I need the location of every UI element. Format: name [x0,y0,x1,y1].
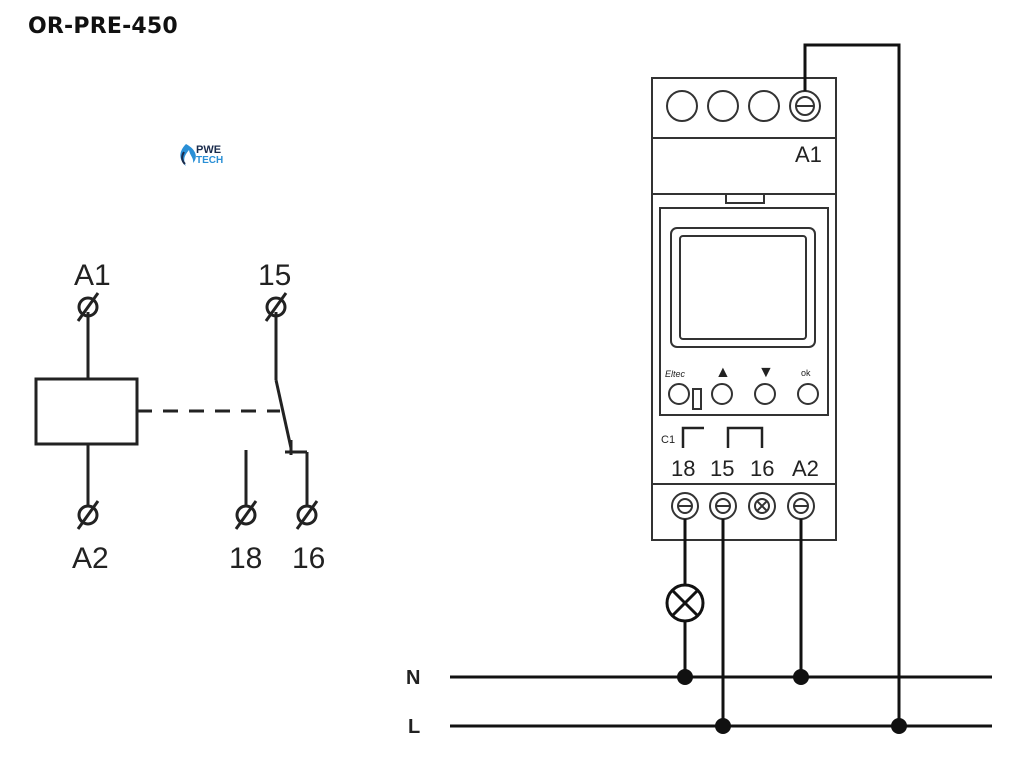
label-15: 15 [258,259,291,292]
bottom-terminal-15 [709,492,737,520]
menu-button[interactable] [668,383,690,405]
label-18: 18 [229,542,262,575]
bottom-terminal-18 [671,492,699,520]
junction-l-15 [715,718,731,734]
lcd-screen [679,235,807,340]
terminal-symbol-15 [264,292,288,322]
relay-schematic [34,312,309,506]
device-label-15: 15 [710,456,734,481]
cover-clip [725,193,765,204]
device-label-a1: A1 [795,142,822,167]
label-live: L [408,716,420,738]
label-a2: A2 [72,542,109,575]
button-label-menu: Eltec [665,369,686,379]
micro-switch [692,388,702,410]
flame-logo-inner-icon [181,151,186,165]
up-button[interactable] [711,383,733,405]
top-terminal-a1 [789,90,821,122]
device-label-a2: A2 [792,456,819,481]
label-neutral: N [406,667,420,689]
pwe-tech-logo: PWE TECH [180,144,223,166]
bottom-terminal-16 [748,492,776,520]
label-16: 16 [292,542,325,575]
page-title: OR-PRE-450 [28,14,178,39]
junction-n-a2 [793,669,809,685]
terminal-symbol-18 [234,500,258,530]
device-label-16: 16 [750,456,774,481]
label-a1: A1 [74,259,111,292]
down-button[interactable] [754,383,776,405]
logo-text-bottom: TECH [196,155,223,166]
junction-l-a1 [891,718,907,734]
button-label-down: ▼ [758,364,774,381]
terminal-symbol-16 [295,500,319,530]
device-label-18: 18 [671,456,695,481]
relay-coil [34,377,139,446]
logo-text-top: PWE [196,144,221,156]
front-cover [659,207,829,416]
terminal-symbol-a1 [76,292,100,322]
wire-a1-to-l [803,43,901,726]
top-terminal-1 [666,90,698,122]
top-terminal-3 [748,90,780,122]
lamp-icon [665,583,705,623]
bottom-terminal-a2 [787,492,815,520]
switch-blade [274,379,293,449]
contact-symbol [681,426,764,448]
flame-logo-icon [180,144,196,166]
junction-n-lamp [677,669,693,685]
device-upper-body [651,137,837,195]
contact-label-c1: C1 [661,434,675,446]
button-label-up: ▲ [715,364,731,381]
ok-button[interactable] [797,383,819,405]
top-terminal-2 [707,90,739,122]
button-label-ok: ok [801,368,811,378]
terminal-symbol-a2 [76,500,100,530]
